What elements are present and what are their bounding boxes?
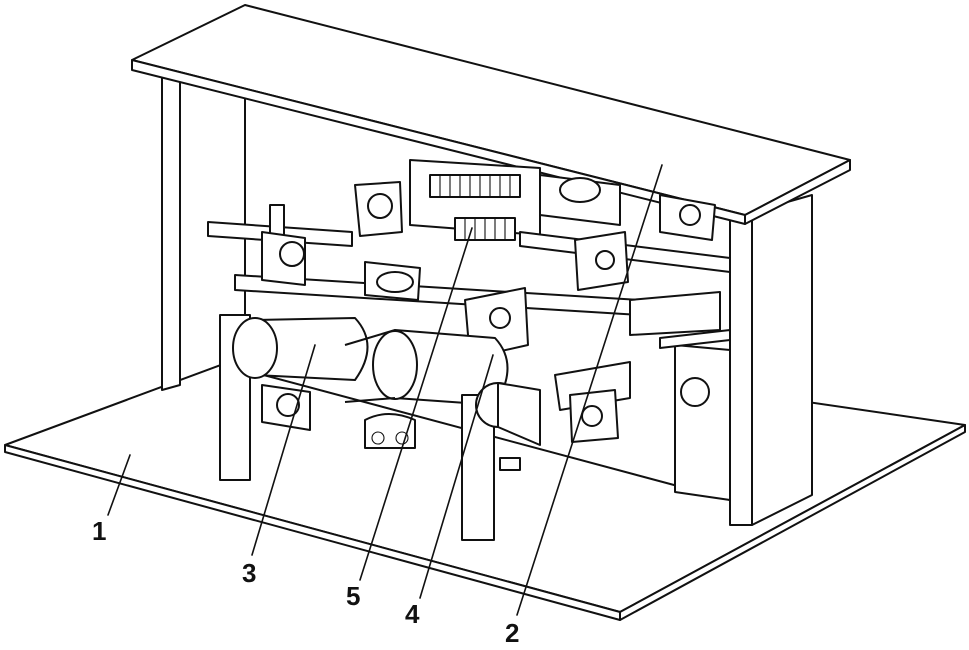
callout-5: 5	[346, 581, 360, 611]
callout-3: 3	[242, 558, 256, 588]
callout-4: 4	[405, 599, 420, 629]
callout-2: 2	[505, 618, 519, 648]
callout-1: 1	[92, 516, 106, 546]
